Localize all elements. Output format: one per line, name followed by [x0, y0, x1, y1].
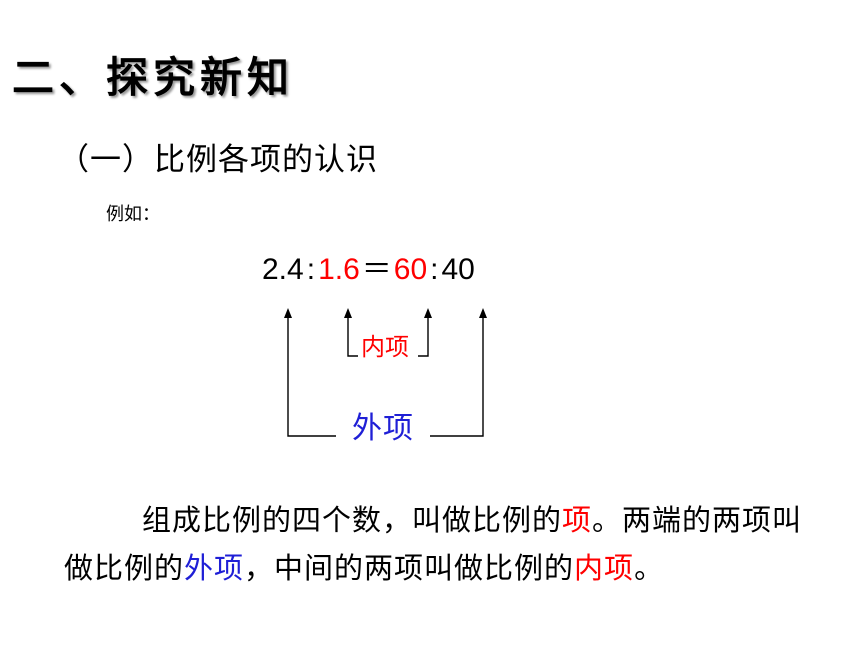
outer-terms-label: 外项 — [352, 411, 414, 446]
inner-terms-label: 内项 — [361, 333, 409, 361]
example-label: 例如： — [106, 204, 160, 225]
ratio-term-a: 2.4 — [262, 253, 304, 286]
section-title: 二、探究新知 — [12, 53, 295, 102]
subsection-title: （一）比例各项的认识 — [58, 142, 378, 178]
ratio-colon-1: : — [306, 253, 316, 286]
ratio-term-d: 40 — [441, 253, 475, 286]
ratio-equals: ＝ — [361, 253, 392, 286]
term-outer: 外项 — [184, 551, 245, 585]
ratio-term-b: 1.6 — [318, 253, 360, 286]
ratio-term-c: 60 — [393, 253, 428, 286]
paragraph-text-3: ，中间的两项叫做比例的 — [244, 551, 575, 585]
outer-arrow-right — [430, 312, 484, 437]
paragraph-text-4: 。 — [634, 551, 665, 585]
inner-arrow-left — [347, 312, 358, 357]
paragraph-text-1: 组成比例的四个数，叫做比例的 — [142, 503, 563, 537]
outer-arrow-left — [287, 312, 336, 437]
paragraph-text-2: 。两端的两项叫做比例的 — [64, 503, 803, 585]
term-inner: 内项 — [574, 551, 635, 585]
ratio-expression: 2.4:1.6＝60:40 — [262, 252, 475, 288]
term-xiang: 项 — [562, 503, 593, 537]
definition-paragraph: 组成比例的四个数，叫做比例的项。两端的两项叫做比例的外项，中间的两项叫做比例的内… — [64, 496, 824, 592]
inner-arrow-right — [418, 312, 429, 357]
ratio-colon-2: : — [430, 253, 439, 286]
